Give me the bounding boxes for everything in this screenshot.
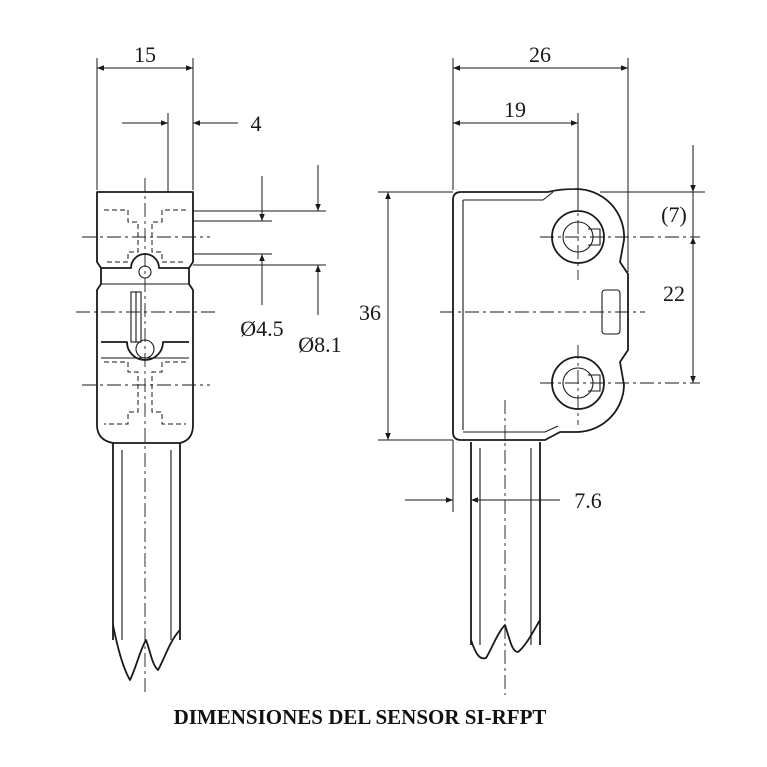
dim-counterbore-diameter-label: Ø8.1: [298, 332, 341, 357]
dim-cable-offset-label: 7.6: [574, 488, 602, 513]
dim-width-label: 15: [134, 42, 156, 67]
dim-hole-diameter-label: Ø4.5: [240, 316, 283, 341]
dim-offset-label: 4: [251, 111, 262, 136]
dim-height-label: 36: [359, 300, 381, 325]
right-cable-break: [470, 619, 541, 660]
right-cable: [470, 442, 541, 645]
right-view: 26 19 (7) 22 36 7.6: [359, 42, 705, 695]
dim-length-label: 26: [529, 42, 551, 67]
left-cable: [112, 443, 181, 640]
drawing-caption: DIMENSIONES DEL SENSOR SI-RFPT: [174, 705, 547, 729]
dim-hole-position-label: 19: [504, 97, 526, 122]
left-view: 15 4 Ø4.5 Ø8.1: [76, 42, 342, 695]
dim-top-offset-label: (7): [661, 202, 687, 227]
dim-hole-spacing-label: 22: [663, 281, 685, 306]
left-cable-break: [112, 624, 181, 681]
